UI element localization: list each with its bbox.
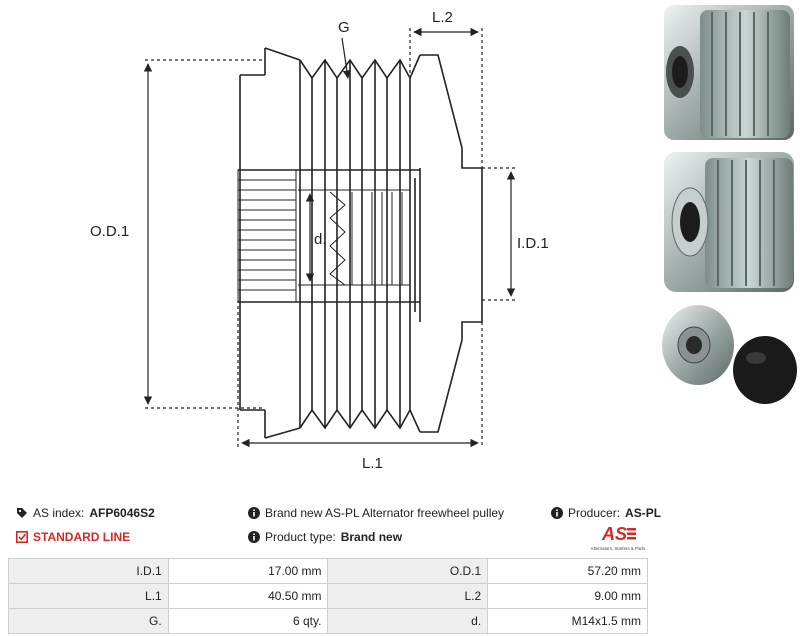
spec-value: 57.20 mm [487,558,648,584]
as-index-value: AFP6046S2 [89,506,155,520]
spec-label: L.1 [8,583,169,609]
info-icon [551,507,563,519]
checkbox-icon [16,531,28,543]
as-pl-logo: AS Alternators, Starters & Parts [591,524,646,551]
label-d: d. [314,231,327,248]
description: Brand new AS-PL Alternator freewheel pul… [248,506,504,520]
info-icon [248,507,260,519]
dimension-lines [143,27,516,448]
spec-label: O.D.1 [327,558,489,584]
table-row: G. 6 qty. d. M14x1.5 mm [8,608,648,634]
product-type-value: Brand new [340,530,403,544]
spec-label: G. [8,608,169,634]
producer: Producer: AS-PL [551,506,661,520]
description-text: Brand new AS-PL Alternator freewheel pul… [265,506,505,520]
pulley-photo-angle [664,152,794,292]
product-type: Product type: Brand new [248,530,402,544]
info-row-1: AS index: AFP6046S2 Brand new AS-PL Alte… [0,506,800,526]
pulley-photo-cap [662,305,797,404]
spec-value: M14x1.5 mm [487,608,648,634]
spec-value: 6 qty. [167,608,329,634]
as-index: AS index: AFP6046S2 [16,506,155,520]
label-id1: I.D.1 [517,235,549,252]
svg-text:AS: AS [601,524,627,544]
threaded-bore [298,189,410,286]
as-index-label: AS index: [33,506,85,520]
spec-label: I.D.1 [8,558,169,584]
pulley-outline [238,47,483,439]
label-l1: L.1 [362,455,383,472]
spec-table: I.D.1 17.00 mm O.D.1 57.20 mm L.1 40.50 … [8,558,648,634]
spec-value: 9.00 mm [487,583,648,609]
producer-label: Producer: [568,506,621,520]
info-icon [248,531,260,543]
spec-label: L.2 [327,583,489,609]
spec-value: 40.50 mm [167,583,329,609]
tag-icon [16,507,28,519]
info-row-2: STANDARD LINE Product type: Brand new [0,530,800,550]
standard-line: STANDARD LINE [16,530,130,544]
spline-hub [237,169,297,303]
standard-line-text: STANDARD LINE [33,530,131,544]
product-type-label: Product type: [265,530,336,544]
table-row: I.D.1 17.00 mm O.D.1 57.20 mm [8,558,648,584]
pulley-photo-front [664,5,794,140]
svg-text:Alternators, Starters & Parts: Alternators, Starters & Parts [591,546,646,551]
label-od1: O.D.1 [90,223,129,240]
spec-label: d. [327,608,489,634]
label-l2: L.2 [432,9,453,26]
technical-drawing: G L.2 O.D.1 I.D.1 d. L.1 [90,5,797,472]
producer-value: AS-PL [625,506,662,520]
spec-value: 17.00 mm [167,558,329,584]
table-row: L.1 40.50 mm L.2 9.00 mm [8,583,648,609]
label-g: G [338,19,350,36]
